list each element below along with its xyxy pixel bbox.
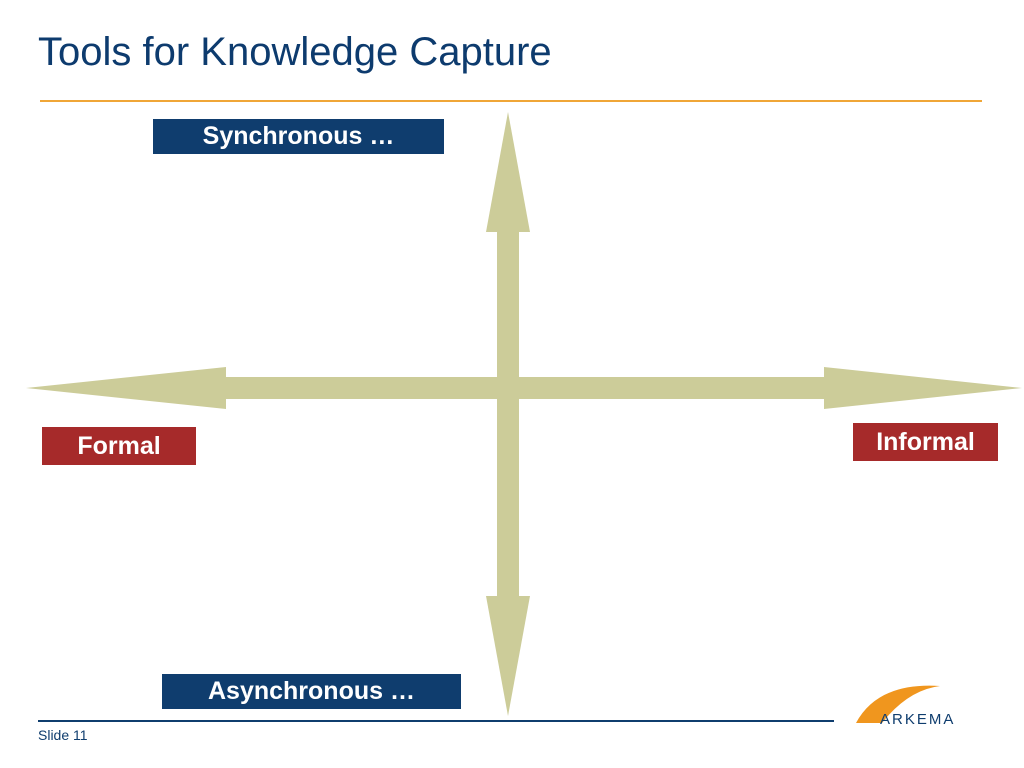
left-arrow-head (26, 367, 226, 409)
title-divider (40, 100, 982, 102)
vertical-axis-shaft (497, 230, 519, 598)
slide-number: Slide 11 (38, 727, 88, 743)
footer-divider (38, 720, 834, 722)
synchronous-label: Synchronous … (153, 119, 444, 154)
down-arrow-head (486, 596, 530, 716)
horizontal-axis-shaft (224, 377, 826, 399)
arkema-logo: ARKEMA (856, 685, 955, 728)
informal-label: Informal (853, 423, 998, 461)
right-arrow-head (824, 367, 1022, 409)
asynchronous-label: Asynchronous … (162, 674, 461, 709)
slide-title: Tools for Knowledge Capture (38, 30, 552, 74)
logo-swoosh-icon (856, 685, 940, 723)
logo-wordmark: ARKEMA (880, 711, 955, 728)
formal-label: Formal (42, 427, 196, 465)
up-arrow-head (486, 112, 530, 232)
